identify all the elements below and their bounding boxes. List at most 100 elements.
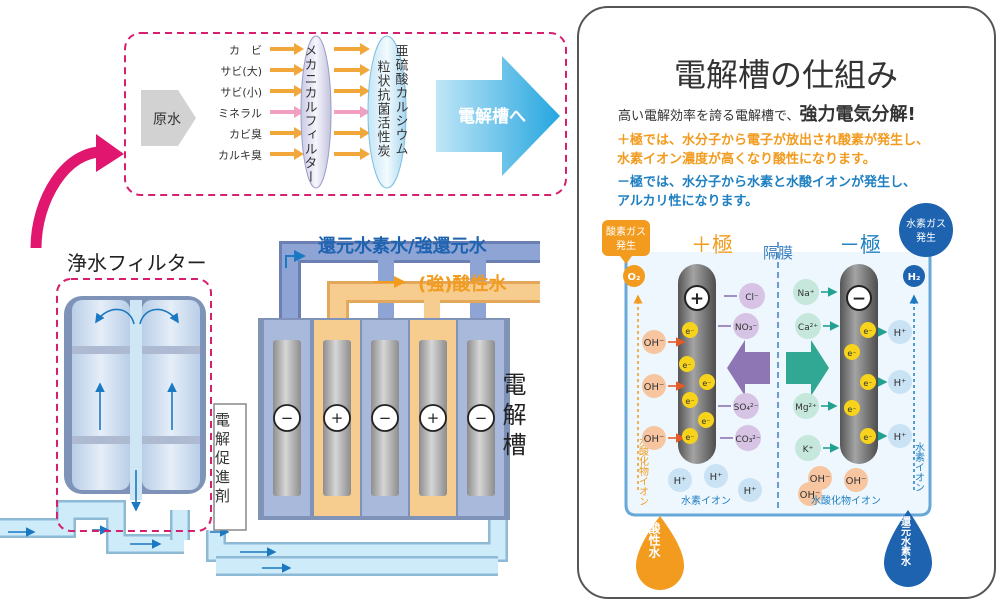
- anion: [733, 313, 759, 339]
- pass-arrow-head: [360, 85, 370, 97]
- hydroxide-ion-text: OH⁻: [644, 434, 665, 445]
- bottom-right-label: 水酸化物イオン: [811, 494, 881, 507]
- cation-text: K⁺: [803, 445, 814, 455]
- left-side-label: 水酸化物イオン: [637, 436, 649, 506]
- electron: [860, 374, 876, 390]
- cathode-sign: [846, 285, 872, 311]
- hydrogen-ion: [668, 468, 692, 492]
- electron-text: e⁻: [685, 433, 694, 442]
- electron: [679, 356, 695, 372]
- plate-sign-circle: [323, 404, 351, 432]
- electron: [844, 344, 860, 360]
- cation: [793, 393, 819, 419]
- oxygen-gas-text-1: 酸素ガス: [606, 225, 646, 238]
- anion: [739, 283, 765, 309]
- anion-migration-arrow: [727, 340, 770, 396]
- o2-bubble: [623, 265, 645, 287]
- hydrogen-ion-text: H⁺: [710, 472, 723, 483]
- oxygen-gas-badge: [602, 220, 650, 264]
- plate-sign: +: [331, 409, 344, 427]
- electron: [682, 322, 698, 338]
- anion-text: SO₄²⁻: [734, 403, 759, 413]
- hydroxide-ion-text: OH⁻: [800, 490, 821, 501]
- panel-title: 電解槽の仕組み: [674, 56, 898, 94]
- plate-sign-circle: [419, 404, 447, 432]
- purifier-highlight-box: [56, 278, 212, 532]
- pass-arrow-head: [360, 106, 370, 118]
- hydrogen-ion-text: H⁺: [674, 476, 687, 487]
- hydrogen-gas-text-2: 発生: [916, 231, 936, 244]
- reduced-water-label: 還元水素水/強還元水: [318, 235, 488, 257]
- electron-text: e⁻: [863, 327, 872, 336]
- hydroxide-ion: [844, 468, 868, 492]
- plus-explain-1: ＋極では、水分子から電子が放出され酸素が発生し、: [617, 132, 929, 148]
- cell-label: 電解槽: [498, 372, 526, 462]
- alkaline-water-drop: [884, 510, 932, 587]
- electron-text: e⁻: [702, 379, 711, 388]
- cation-migration-arrow: [786, 340, 829, 396]
- plate-sign: −: [379, 409, 392, 427]
- electron-text: e⁻: [685, 327, 694, 336]
- impurity-arrow-head: [294, 148, 304, 160]
- hydroxide-ion-text: OH⁻: [846, 476, 867, 487]
- electron: [860, 322, 876, 338]
- mechanical-filter-label: メカニカルフィルター: [302, 44, 317, 184]
- hydrogen-ion: [888, 424, 912, 448]
- purifier-tank: [64, 296, 206, 500]
- plate-sign: −: [475, 409, 488, 427]
- hydrogen-ion-text: H⁺: [894, 432, 907, 443]
- impurity-label: カルキ臭: [218, 148, 262, 162]
- hydroxide-ion: [642, 330, 666, 354]
- calcium-filter-label: 亜硫酸カルシウム: [393, 44, 409, 156]
- cation-text: Na⁺: [798, 289, 815, 299]
- plate-sign-circle: [467, 404, 495, 432]
- magenta-arrow-head: [96, 134, 124, 172]
- impurity-arrow-head: [294, 43, 304, 55]
- minus-pole-label: －極: [839, 233, 881, 257]
- hydrogen-ion-text: H⁺: [894, 328, 907, 339]
- filter-detail-box: [124, 32, 567, 196]
- electron-text: e⁻: [701, 417, 710, 426]
- hydrogen-gas-text-1: 水素ガス: [906, 217, 946, 230]
- pass-arrow-head: [360, 43, 370, 55]
- cation-text: Ca²⁺: [798, 323, 818, 333]
- hydroxide-ion: [798, 482, 822, 506]
- electron: [860, 428, 876, 444]
- acidic-water-label: (強)酸性水: [418, 273, 507, 295]
- electron-text: e⁻: [847, 405, 856, 414]
- membrane-label: 隔膜: [763, 244, 793, 262]
- hydroxide-ion-text: OH⁻: [644, 382, 665, 393]
- raw-water-arrow: [141, 90, 196, 146]
- water-pipes: [0, 500, 508, 576]
- impurity-label: カ ビ: [229, 44, 262, 57]
- minus-explain-1: －極では、水分子から水素と水酸イオンが発生し、: [617, 174, 916, 190]
- electron: [682, 392, 698, 408]
- mechanical-filter-disc: [300, 35, 332, 189]
- impurity-arrow-head: [294, 64, 304, 76]
- h2-bubble: [903, 265, 925, 287]
- impurity-label: サビ(小): [220, 86, 262, 99]
- alkaline-drop-label: 還元水素水: [899, 515, 912, 567]
- hydrogen-gas-badge: [899, 203, 953, 257]
- impurity-arrow-head: [294, 85, 304, 97]
- electron: [844, 400, 860, 416]
- plus-pole-label: ＋極: [691, 233, 733, 257]
- impurity-label: サビ(大): [220, 64, 262, 78]
- acidic-water-drop: [636, 516, 684, 590]
- hydrogen-ion: [704, 464, 728, 488]
- plate-sign-circle: [371, 404, 399, 432]
- oxygen-gas-text-2: 発生: [616, 239, 636, 252]
- minus-explain-2: アルカリ性になります。: [617, 193, 758, 209]
- electron-text: e⁻: [863, 433, 872, 442]
- cation-text: Mg²⁺: [795, 403, 817, 413]
- electron-text: e⁻: [682, 361, 691, 370]
- additive-box: [213, 403, 247, 531]
- to-cell-arrow: [436, 56, 560, 176]
- right-side-label: 水素イオン: [913, 442, 925, 492]
- cation: [795, 313, 821, 339]
- impurity-label: ミネラル: [218, 107, 262, 120]
- electron: [699, 374, 715, 390]
- hydrogen-ion: [888, 370, 912, 394]
